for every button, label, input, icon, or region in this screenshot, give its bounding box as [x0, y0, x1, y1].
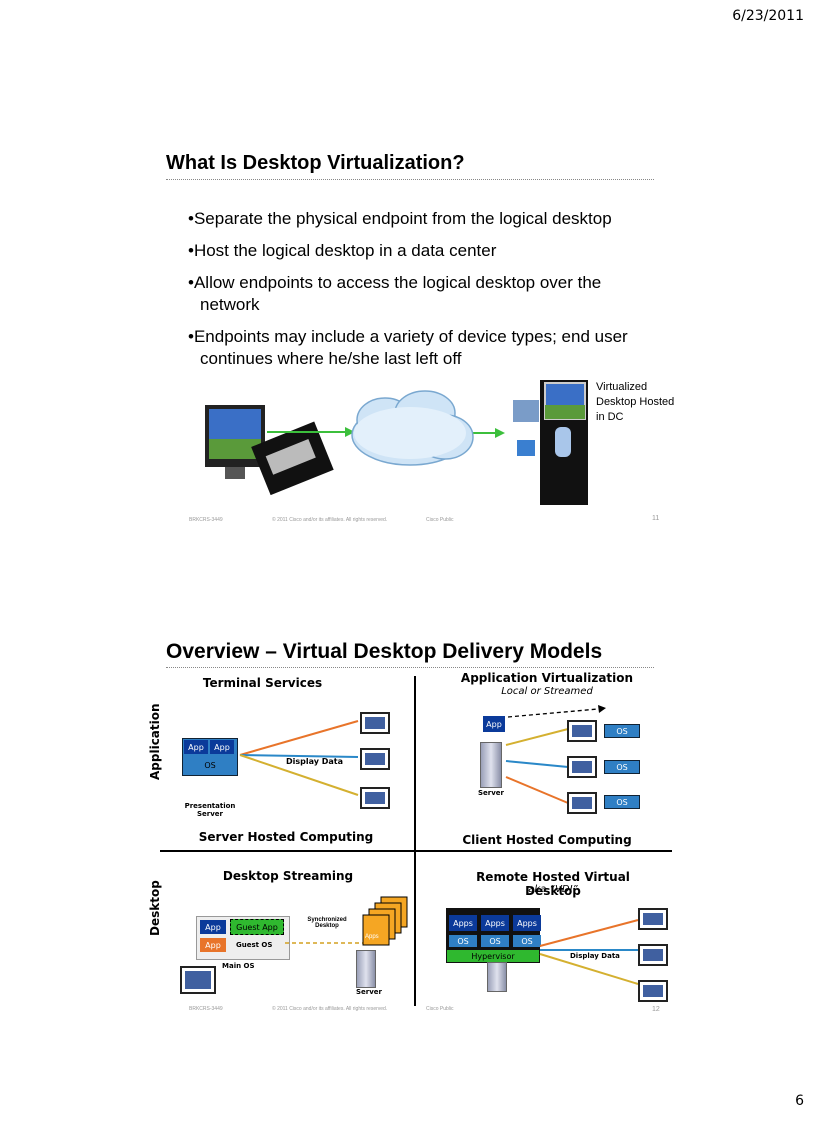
q2-server-label: Server: [478, 789, 505, 797]
footer-copyright: © 2011 Cisco and/or its affiliates. All …: [272, 517, 388, 523]
q4-hypervisor-box: Hypervisor: [446, 949, 540, 963]
page-number: 6: [795, 1093, 804, 1109]
footer-code: BRKCRS-3449: [189, 1006, 223, 1012]
bullet: Host the logical desktop in a data cente…: [188, 240, 658, 262]
client-monitor-icon: [180, 966, 216, 994]
client-monitor-icon: [567, 756, 597, 778]
bullet: Separate the physical endpoint from the …: [188, 208, 658, 230]
q4-apps-box: Apps: [513, 915, 541, 931]
footer-copyright: © 2011 Cisco and/or its affiliates. All …: [272, 1006, 388, 1012]
footer-slide-number: 11: [652, 515, 660, 522]
q3-title: Desktop Streaming: [222, 869, 354, 883]
q2-bottom-label: Client Hosted Computing: [462, 833, 632, 847]
q3-server-label: Server: [356, 988, 383, 996]
client-monitor-icon: [567, 792, 597, 814]
q1-os-label: OS: [204, 760, 216, 770]
quadrant-divider-horizontal: [160, 850, 672, 852]
footer-class: Cisco Public: [426, 517, 454, 523]
client-monitor-icon: [638, 980, 668, 1002]
q3-main-os-label: Main OS: [222, 962, 255, 970]
q3-guest-app-box: Guest App: [230, 919, 284, 935]
q4-lines: [539, 919, 639, 985]
bullet: Allow endpoints to access the logical de…: [188, 272, 658, 316]
q2-os-box: OS: [604, 724, 640, 738]
q3-sync-line: [285, 942, 363, 944]
q1-app-box: App: [210, 740, 234, 754]
q4-title: Remote Hosted Virtual Desktop: [476, 870, 630, 898]
q4-apps-box: Apps: [449, 915, 477, 931]
q4-subtitle: aka “VDI”: [528, 884, 578, 895]
server-icon: [487, 962, 507, 992]
q3-app-box: App: [200, 938, 226, 952]
q4-os-box: OS: [481, 935, 509, 947]
q2-title: Application Virtualization: [460, 671, 634, 685]
q1-display-data: Display Data: [286, 757, 344, 766]
q3-desktop-stack: [362, 896, 408, 946]
q3-guest-os-label: Guest OS: [236, 941, 273, 949]
axis-label-application: Application: [148, 703, 162, 780]
q3-app-box: App: [200, 920, 226, 934]
q4-display-data: Display Data: [570, 952, 620, 960]
arrow-right-icon: [345, 427, 355, 437]
footer-slide-number: 12: [652, 1006, 660, 1013]
client-monitor-icon: [638, 908, 668, 930]
footer-class: Cisco Public: [426, 1006, 454, 1012]
datacenter-icon: [513, 380, 588, 505]
slide1-title-rule: [166, 179, 654, 180]
q3-sync-label: Synchronized Desktop: [307, 917, 347, 929]
quadrant-divider-vertical: [414, 676, 416, 1006]
client-monitor-icon: [638, 944, 668, 966]
q1-title: Terminal Services: [202, 676, 323, 690]
slide2-title-rule: [166, 667, 654, 668]
q2-os-box: OS: [604, 760, 640, 774]
slide2-title: Overview – Virtual Desktop Delivery Mode…: [166, 640, 603, 663]
slide1-illustration: [205, 380, 588, 505]
q2-app-box: App: [483, 716, 505, 732]
q4-os-box: OS: [449, 935, 477, 947]
client-monitor-icon: [360, 712, 390, 734]
q4-os-box: OS: [513, 935, 541, 947]
bullet: Endpoints may include a variety of devic…: [188, 326, 658, 370]
arrow-right-icon: [598, 705, 606, 713]
client-monitor-icon: [360, 787, 390, 809]
axis-label-desktop: Desktop: [148, 880, 162, 936]
header-date: 6/23/2011: [732, 8, 804, 24]
desktop-monitor-icon: [205, 405, 265, 479]
dc-label: Virtualized Desktop Hosted in DC: [596, 381, 675, 423]
q2-lines: [505, 705, 606, 804]
slide1-title: What Is Desktop Virtualization?: [166, 152, 465, 174]
q1-app-box: App: [184, 740, 208, 754]
q1-lines: [239, 720, 359, 796]
keyboard-icon: [251, 421, 334, 496]
q2-subtitle: Local or Streamed: [501, 686, 593, 697]
q2-os-box: OS: [604, 795, 640, 809]
client-monitor-icon: [360, 748, 390, 770]
client-monitor-icon: [567, 720, 597, 742]
slide1-bullets: Separate the physical endpoint from the …: [188, 208, 658, 380]
footer-code: BRKCRS-3449: [189, 517, 223, 523]
q1-server-label: Presentation Server: [184, 802, 236, 818]
server-icon: [480, 742, 502, 788]
q1-bottom-label: Server Hosted Computing: [198, 830, 374, 844]
arrow-right-icon: [495, 428, 505, 438]
q4-apps-box: Apps: [481, 915, 509, 931]
q3-apps-label: Apps: [365, 934, 379, 940]
server-icon: [356, 950, 376, 988]
